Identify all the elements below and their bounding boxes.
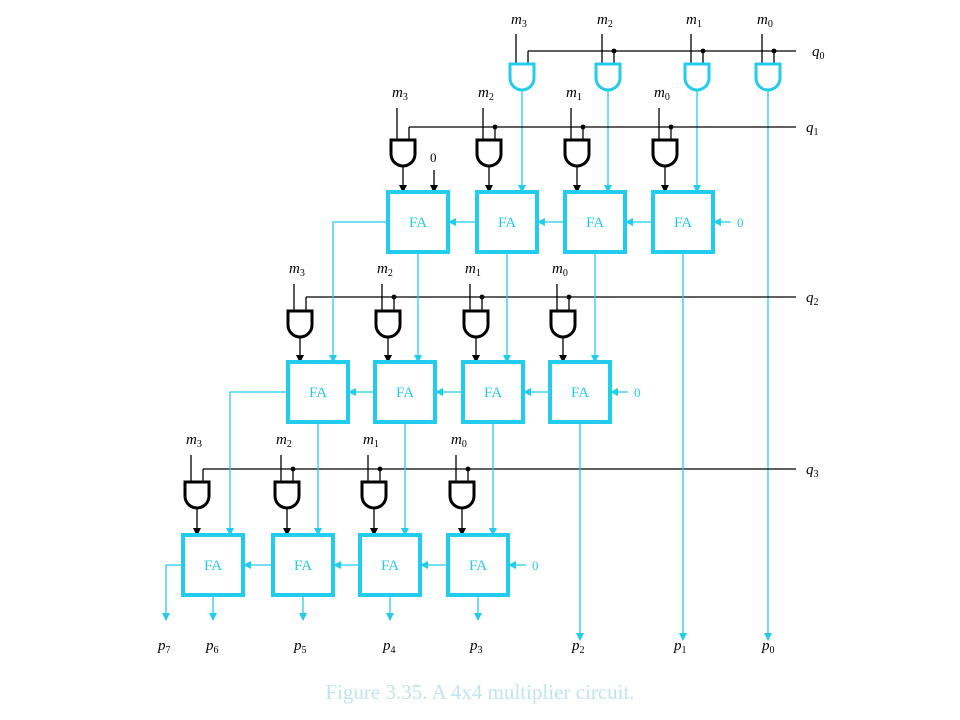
and-gate-row3-m0 [448,480,476,510]
row2-m1-label: m1 [465,261,481,279]
figure-caption: Figure 3.35. A 4x4 multiplier circuit. [325,680,635,704]
row2-m2-label: m2 [377,261,393,279]
row2-carry-out [226,391,288,536]
product-p1-label: p1 [673,638,687,656]
full-adder-row3-3 [446,533,510,597]
and-gate-row1-m2 [475,138,503,168]
row0-m0-label: m0 [757,12,773,30]
fa-label: FA [674,215,692,231]
fa-label: FA [469,558,487,574]
product-p4-label: p4 [382,638,396,656]
row1-q-junction [668,124,674,130]
fa-label: FA [396,385,414,401]
full-adder-row1-3 [651,190,715,254]
q0-junction [700,48,706,54]
full-adder-row3-2 [358,533,422,597]
row1-m3-label: m3 [392,85,408,103]
and-gate-row1-m0 [651,138,679,168]
row1-q-junction [580,124,586,130]
full-adder-row2-2 [461,360,525,424]
row3-q-junction [465,466,471,472]
row3-q-junction [377,466,383,472]
and-gate-row2-m0 [549,309,577,339]
row1-q-junction [492,124,498,130]
row2-q-junction [566,294,572,300]
row2-m3-label: m3 [289,261,305,279]
row1-m2-label: m2 [478,85,494,103]
row3-q-junction [290,466,296,472]
product-p7-label: p7 [157,638,171,656]
fa-label: FA [204,558,222,574]
full-adders: FA FA FA FA FA FA FA FA FA FA FA FA [181,190,715,597]
q0-label: q0 [812,44,825,62]
fa-label: FA [571,385,589,401]
and-gate-row3-m3 [183,480,211,510]
row2-q2-label: q2 [806,290,819,308]
row3-q3-label: q3 [806,462,819,480]
fa-label: FA [586,215,604,231]
full-adder-row1-1 [475,190,539,254]
product-p0-label: p0 [761,638,775,656]
fa-label: FA [309,385,327,401]
row2-carry-in-zero: 0 [634,385,641,400]
multiplier-diagram: FA FA FA FA FA FA FA FA FA FA FA FA q0 m3 m2 m1 m0 q1 m3 m… [157,12,825,656]
labels: q0 m3 m2 m1 m0 q1 m3 m2 m1 m0 0 q2 m3 m2 m1 m0 0 q3 m3 m2 m1… [157,12,825,656]
and-gate-row2-m3 [286,309,314,339]
row0-m3-label: m3 [511,12,527,30]
fa-label: FA [484,385,502,401]
and-gates [183,62,782,510]
row3-carry-in-zero: 0 [532,558,539,573]
row3-m3-label: m3 [186,432,202,450]
row1-zero-input-label: 0 [430,150,437,165]
row1-m1-label: m1 [566,85,582,103]
row2-q-junction [479,294,485,300]
full-adder-row1-2 [563,190,627,254]
and-gate-row1-m1 [563,138,591,168]
full-adder-row2-1 [373,360,437,424]
full-adder-row1-0 [386,190,450,254]
fa-label: FA [381,558,399,574]
fa-label: FA [498,215,516,231]
row2-m0-label: m0 [552,261,568,279]
p7-line [162,564,183,621]
row3-m0-label: m0 [451,432,467,450]
full-adder-row3-1 [271,533,335,597]
and-gate-row2-m2 [374,309,402,339]
product-p6-label: p6 [205,638,219,656]
product-p3-label: p3 [469,638,483,656]
full-adder-row2-3 [548,360,612,424]
row0-m1-label: m1 [686,12,702,30]
and-gate-row0-m0 [754,62,782,92]
and-gate-row3-m1 [360,480,388,510]
full-adder-row3-0 [181,533,245,597]
row1-carry-in-zero: 0 [737,215,744,230]
product-p5-label: p5 [293,638,307,656]
row0-m2-label: m2 [597,12,613,30]
fa-label: FA [294,558,312,574]
and-gate-row2-m1 [462,309,490,339]
and-gate-row1-m3 [389,138,417,168]
product-p2-label: p2 [571,638,585,656]
fa-label: FA [409,215,427,231]
and-gate-row0-m1 [683,62,711,92]
row2-q-junction [391,294,397,300]
and-gate-row0-m3 [508,62,536,92]
and-gate-row3-m2 [273,480,301,510]
row1-carry-out [329,221,388,363]
row3-m2-label: m2 [276,432,292,450]
full-adder-row2-0 [286,360,350,424]
row1-q1-label: q1 [806,120,819,138]
q0-junction [611,48,617,54]
row3-m1-label: m1 [363,432,379,450]
wires [162,34,796,641]
row1-m0-label: m0 [654,85,670,103]
q0-junction [771,48,777,54]
and-gate-row0-m2 [594,62,622,92]
